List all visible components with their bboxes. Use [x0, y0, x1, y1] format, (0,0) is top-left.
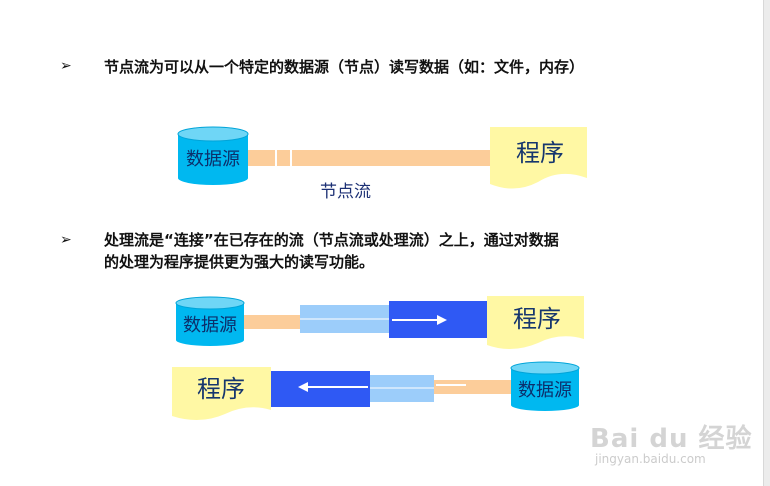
bullet-arrow-icon: ➢ [60, 58, 72, 74]
arrowhead-left-icon [298, 382, 308, 392]
program-document: 程序 [490, 127, 587, 189]
arrowhead-right-icon [437, 315, 447, 325]
processing-stream-row-2: 程序 数据源 [172, 361, 580, 421]
slide-right-border [763, 0, 770, 486]
node-stream-pipe [246, 150, 492, 166]
pipe-segment [242, 315, 302, 329]
data-source-cylinder: 数据源 [175, 296, 245, 346]
processing-stream-row-1: 数据源 程序 [175, 296, 584, 350]
baidu-watermark-logo: Bai du 经验 [590, 424, 753, 454]
program-document: 程序 [172, 367, 271, 421]
pipe-segment [432, 380, 514, 394]
data-source-label: 数据源 [186, 149, 240, 170]
program-label: 程序 [197, 375, 245, 403]
bullet-2-line-2: 的处理为程序提供更为强大的读写功能。 [104, 253, 375, 271]
program-label: 程序 [516, 139, 564, 167]
bullet-1-text: 节点流为可以从一个特定的数据源（节点）读写数据（如：文件，内存） [104, 58, 585, 76]
blue-processor [271, 371, 370, 407]
node-stream-label: 节点流 [320, 182, 371, 202]
bullet-2-line-1: 处理流是“连接”在已存在的流（节点流或处理流）之上，通过对数据 [104, 231, 559, 249]
program-label: 程序 [513, 305, 561, 333]
program-document: 程序 [487, 296, 584, 350]
bullet-arrow-icon: ➢ [60, 232, 72, 248]
data-source-label: 数据源 [183, 315, 237, 336]
data-source-cylinder: 数据源 [510, 361, 580, 411]
data-source-label: 数据源 [518, 380, 572, 401]
data-source-cylinder: 数据源 [177, 126, 249, 185]
baidu-watermark-url: jingyan.baidu.com [595, 452, 706, 466]
